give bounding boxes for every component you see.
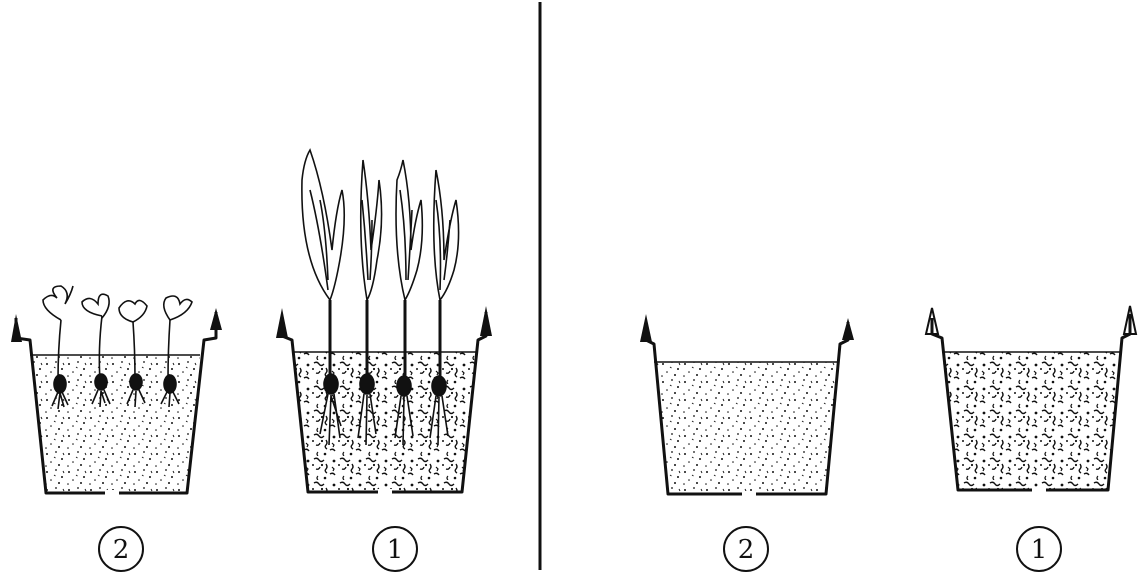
pot-rim-left <box>640 314 652 342</box>
pot-rim-right <box>480 306 492 336</box>
right-panel: 2 1 <box>640 306 1136 571</box>
pot-rim-right <box>842 318 854 340</box>
label-circle-2-right: 2 <box>724 527 768 571</box>
pot-rim-left <box>11 314 22 342</box>
label-circle-1-right: 1 <box>1017 527 1061 571</box>
pot-2-left <box>11 286 222 496</box>
pot-1-left <box>276 150 492 495</box>
soil-coarse <box>292 352 478 492</box>
pot-label: 1 <box>387 535 404 565</box>
left-panel: 2 1 <box>11 150 492 571</box>
pot-label: 1 <box>1031 535 1048 565</box>
pot-label: 2 <box>113 535 130 565</box>
label-circle-2-left: 2 <box>99 527 143 571</box>
pot-1-right <box>926 306 1136 493</box>
soil-coarse <box>942 352 1122 490</box>
pot-rim-right <box>210 308 222 330</box>
pot-label: 2 <box>738 535 755 565</box>
pot-2-right <box>640 314 854 497</box>
soil-fine <box>30 355 200 493</box>
pot-rim-left <box>276 308 288 338</box>
soil-fine <box>654 362 838 494</box>
label-circle-1-left: 1 <box>373 527 417 571</box>
